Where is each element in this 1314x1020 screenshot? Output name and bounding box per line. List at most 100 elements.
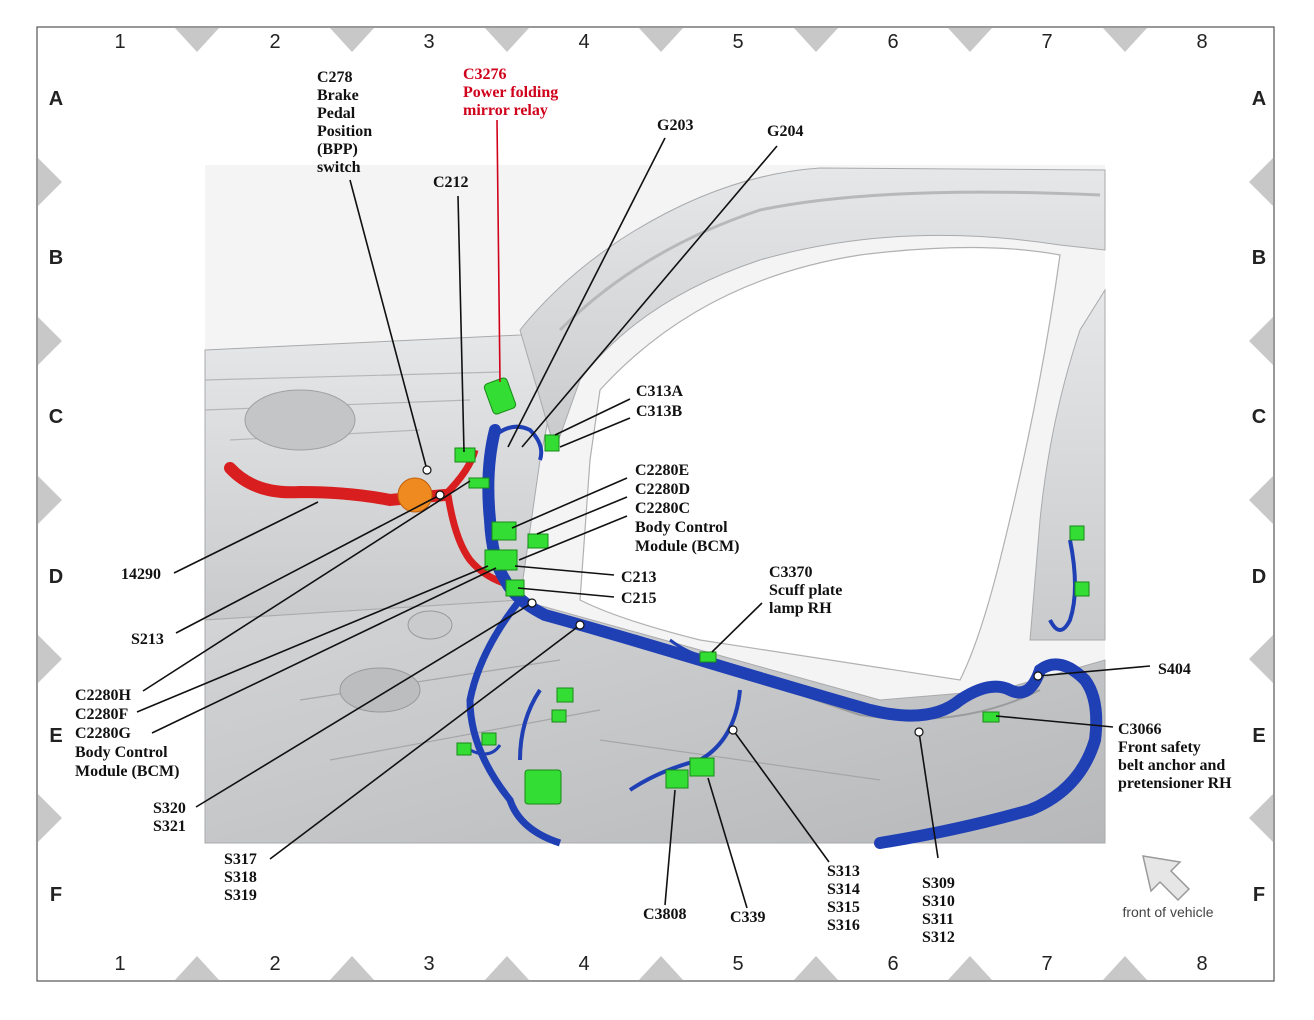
label-line: S318 [224, 869, 257, 886]
label-line: S213 [131, 631, 164, 648]
grid-column-label: 4 [578, 31, 589, 53]
label-line: G204 [767, 123, 803, 140]
label-line: C2280E [635, 462, 689, 479]
label-line: S315 [827, 899, 860, 916]
label-line: C313B [636, 403, 683, 420]
connector [551, 709, 567, 723]
label-c313: C313A C313B [636, 383, 684, 420]
label-line: S313 [827, 863, 860, 880]
label-line: 14290 [121, 566, 161, 583]
label-line: C2280F [75, 706, 129, 723]
grid-marker [175, 28, 219, 52]
label-line: C313A [636, 383, 684, 400]
grid-column-label: 6 [887, 953, 898, 975]
label-line: Position [317, 123, 372, 140]
label-s404: S404 [1158, 661, 1191, 678]
grid-row-label: F [50, 884, 62, 906]
label-line: C339 [730, 909, 766, 926]
connector [456, 742, 472, 756]
splice-s404 [1033, 671, 1043, 681]
label-line: S404 [1158, 661, 1191, 678]
grid-row-label: E [1252, 725, 1265, 747]
connector-c3276 [483, 377, 517, 415]
grid-column-label: 2 [269, 31, 280, 53]
label-line: S319 [224, 887, 257, 904]
label-line: S317 [224, 851, 257, 868]
splice-s317 [575, 620, 585, 630]
connector [468, 477, 490, 489]
label-line: Pedal [317, 105, 356, 122]
label-line: Module (BCM) [75, 763, 179, 780]
grid-row-label: B [49, 247, 63, 269]
grid-marker [948, 28, 992, 52]
connector-c339 [689, 757, 715, 777]
splice-s313 [728, 725, 738, 735]
connector-c3808 [665, 769, 689, 789]
label-line: C3370 [769, 564, 813, 581]
connector [481, 732, 497, 746]
label-g204: G204 [767, 123, 803, 140]
grid-marker [1249, 317, 1273, 365]
label-line: Body Control [635, 519, 728, 536]
label-c215: C215 [621, 590, 657, 607]
label-line: Body Control [75, 744, 168, 761]
label-line: Brake [317, 87, 359, 104]
grid-row-label: A [49, 88, 63, 110]
grid-marker [485, 28, 529, 52]
label-line: G203 [657, 117, 693, 134]
grid-column-label: 8 [1196, 953, 1207, 975]
connectors [454, 377, 1090, 805]
label-line: C212 [433, 174, 469, 191]
label-line: Module (BCM) [635, 538, 739, 555]
grid-row-label: B [1252, 247, 1266, 269]
grid-marker [38, 635, 62, 683]
grid-marker [38, 158, 62, 206]
grid-marker [639, 956, 683, 980]
grid-column-label: 7 [1041, 31, 1052, 53]
grid-row-label: C [1252, 406, 1266, 428]
connector-bcm [484, 549, 518, 571]
label-line: mirror relay [463, 102, 548, 119]
grid-marker [38, 317, 62, 365]
grid-marker [175, 956, 219, 980]
grid-column-label: 3 [423, 31, 434, 53]
label-c213: C213 [621, 569, 657, 586]
label-s213: S213 [131, 631, 164, 648]
grid-markers [38, 28, 1273, 980]
grid-column-label: 2 [269, 953, 280, 975]
label-g203: G203 [657, 117, 693, 134]
label-n14290: 14290 [121, 566, 161, 583]
grid-marker [794, 28, 838, 52]
connector [1069, 525, 1085, 541]
connector [1074, 581, 1090, 597]
grid-marker [485, 956, 529, 980]
label-line: C2280D [635, 481, 690, 498]
label-line: Front safety [1118, 739, 1201, 756]
grid-marker [1103, 956, 1147, 980]
grid-marker [1249, 158, 1273, 206]
grid-column-label: 8 [1196, 31, 1207, 53]
grid-column-label: 6 [887, 31, 898, 53]
label-line: Scuff plate [769, 582, 842, 599]
connector-large [524, 769, 562, 805]
grid-marker [1249, 794, 1273, 842]
label-line: S321 [153, 818, 186, 835]
label-line: C278 [317, 69, 353, 86]
label-line: Power folding [463, 84, 558, 101]
vehicle-body-illustration [204, 165, 1106, 844]
front-arrow-icon [1142, 855, 1191, 902]
grid-column-label: 7 [1041, 953, 1052, 975]
grid-marker [794, 956, 838, 980]
label-line: belt anchor and [1118, 757, 1225, 774]
grid-marker [1249, 635, 1273, 683]
grid-row-label: E [49, 725, 62, 747]
